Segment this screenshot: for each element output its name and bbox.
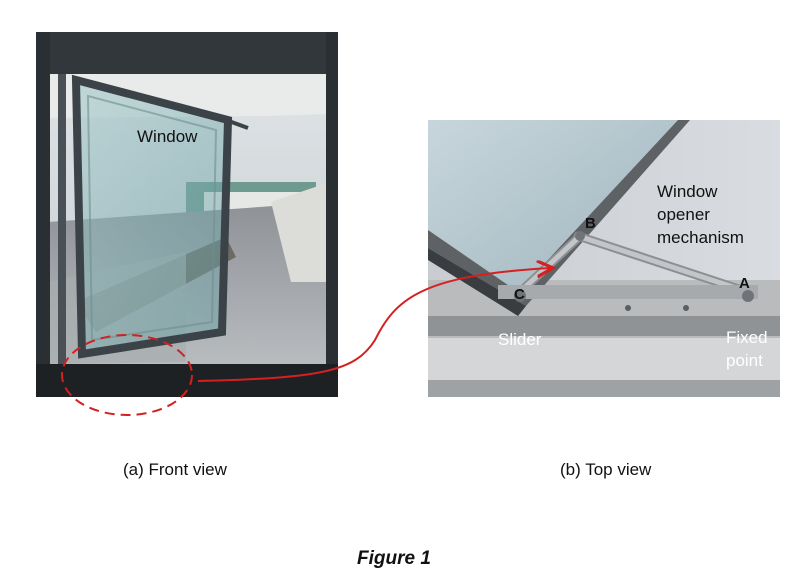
fixed-point-label: Fixed point (726, 326, 768, 372)
fixed-point-line-1: Fixed (726, 328, 768, 347)
mechanism-label-line-3: mechanism (657, 228, 744, 247)
fixed-point-line-2: point (726, 351, 763, 370)
point-b-label: B (585, 215, 596, 232)
mechanism-label: Window opener mechanism (657, 180, 744, 249)
window-label: Window (137, 127, 198, 146)
mechanism-label-line-2: opener (657, 205, 710, 224)
mechanism-label-line-1: Window (657, 182, 718, 201)
front-view-caption: (a) Front view (123, 460, 227, 479)
top-view-photo: Window opener mechanism Slider Fixed poi… (428, 120, 780, 397)
front-view-photo: Window (36, 32, 338, 397)
slider-label: Slider (498, 330, 542, 349)
top-view-caption: (b) Top view (560, 460, 652, 479)
front-view-illustration (36, 32, 338, 397)
point-a-label: A (739, 275, 750, 292)
point-c-label: C (514, 286, 525, 303)
figure-title: Figure 1 (357, 548, 431, 569)
